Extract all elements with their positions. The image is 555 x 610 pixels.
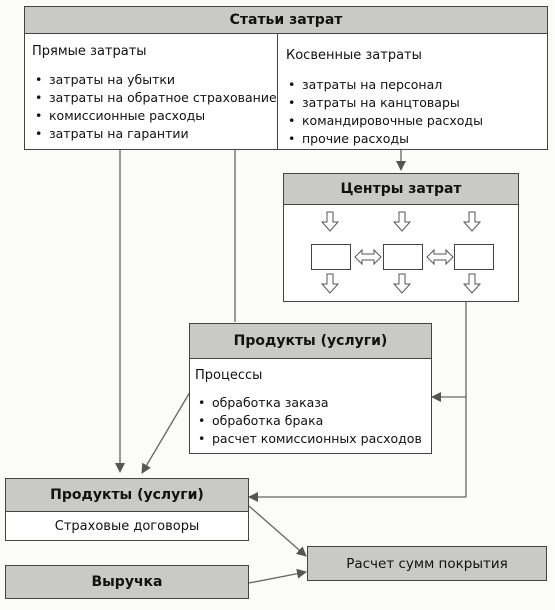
indirect-costs-list: затраты на персонал затраты на канцтовар… [286,76,483,148]
list-item: затраты на убытки [33,71,277,89]
arrow-revenue-to-coverage [248,568,307,584]
direct-costs-title: Прямые затраты [32,44,147,59]
list-item: комиссионные расходы [33,107,277,125]
cost-centers-title: Центры затрат [340,181,462,197]
coverage-title: Расчет сумм покрытия [346,555,508,572]
list-item: командировочные расходы [286,112,483,130]
processes-list: обработка заказа обработка брака расчет … [196,394,422,448]
direct-costs-box: Прямые затраты затраты на убытки затраты… [24,33,278,150]
contracts-label: Страховые договоры [54,518,200,534]
list-item: расчет комиссионных расходов [196,430,422,448]
list-item: затраты на персонал [286,76,483,94]
cost-items-title: Статьи затрат [229,12,343,28]
revenue-title: Выручка [91,574,163,590]
cost-centers-header: Центры затрат [283,173,519,205]
arrow-processes-to-products [141,391,191,474]
products-contracts-header: Продукты (услуги) [5,478,249,512]
products-contracts-body: Страховые договоры [5,511,249,541]
products-processes-header: Продукты (услуги) [189,323,432,359]
indirect-costs-title: Косвенные затраты [286,48,422,63]
products-contracts-title: Продукты (услуги) [50,487,204,503]
list-item: прочие расходы [286,130,483,148]
indirect-costs-box: Косвенные затраты затраты на персонал за… [277,33,548,150]
coverage-box: Расчет сумм покрытия [307,546,547,581]
direct-costs-list: затраты на убытки затраты на обратное ст… [33,71,277,143]
cost-center-block [311,244,351,270]
list-item: обработка заказа [196,394,422,412]
cost-items-header: Статьи затрат [24,6,548,34]
list-item: затраты на канцтовары [286,94,483,112]
list-item: затраты на обратное страхование [33,89,277,107]
revenue-box: Выручка [5,565,249,599]
processes-title: Процессы [195,368,263,383]
arrow-products-to-coverage [248,505,307,557]
products-processes-body: Процессы обработка заказа обработка брак… [189,358,432,454]
cost-center-block [454,244,494,270]
list-item: затраты на гарантии [33,125,277,143]
cost-center-block [383,244,423,270]
products-processes-title: Продукты (услуги) [233,333,388,349]
list-item: обработка брака [196,412,422,430]
